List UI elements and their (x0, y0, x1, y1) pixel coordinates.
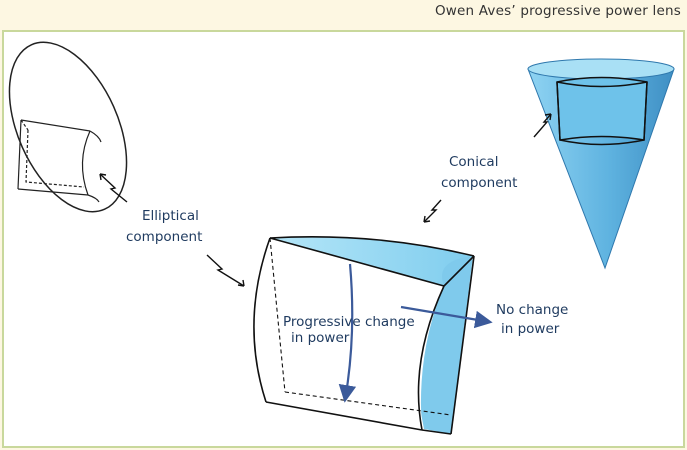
lens-right-face (270, 237, 473, 434)
cone-top (527, 58, 675, 80)
ellipse-outline (8, 41, 128, 213)
elliptical-block (17, 119, 102, 203)
diagram-panel: Elliptical component Conical component P… (2, 30, 685, 448)
conical-component (527, 58, 675, 270)
label-elliptical-2: component (126, 229, 202, 245)
label-nochange-2: in power (501, 321, 560, 337)
label-progressive-1: Progressive change (283, 314, 415, 330)
lens-top-face (270, 236, 474, 286)
label-elliptical-1: Elliptical (142, 208, 199, 224)
lens-block (253, 236, 475, 435)
elliptical-leader-top (99, 173, 128, 203)
elliptical-component (8, 41, 128, 213)
cone-inner-block (556, 76, 648, 146)
lens-diagram: Elliptical component Conical component P… (8, 41, 675, 435)
label-nochange-1: No change (496, 302, 568, 318)
conical-leader-top (533, 113, 552, 138)
lens-hidden-edges (269, 237, 452, 416)
label-conical-1: Conical (449, 154, 498, 170)
figure-caption: Owen Aves’ progressive power lens (434, 3, 681, 19)
conical-leader-bottom (423, 199, 442, 223)
nochange-arrow (400, 305, 493, 329)
leader-lines (99, 113, 552, 287)
label-progressive-2: in power (291, 330, 350, 346)
elliptical-leader-bottom (206, 254, 245, 287)
progressive-arrow (338, 263, 357, 403)
label-conical-2: component (441, 175, 517, 191)
